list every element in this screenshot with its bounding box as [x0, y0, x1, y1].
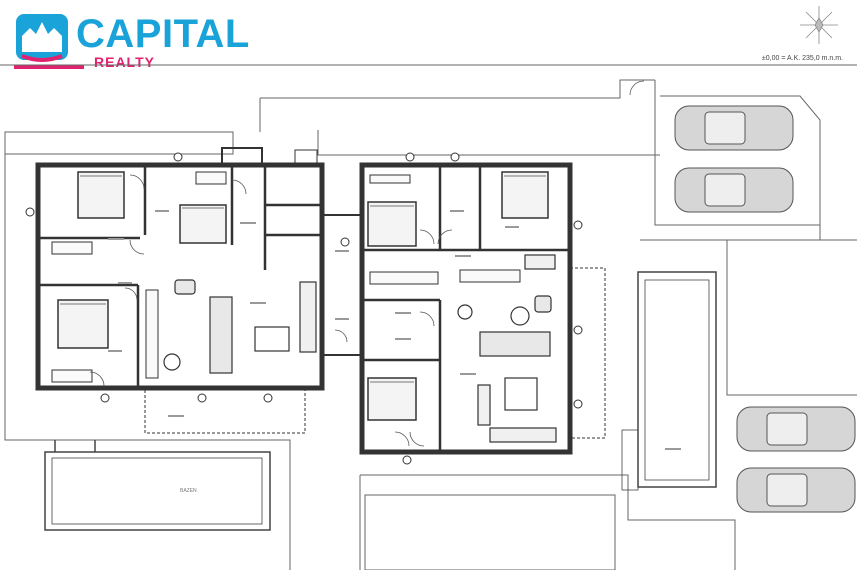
- house-logo-icon: [16, 14, 68, 62]
- pool-right: [621, 271, 717, 491]
- unit-left-partitions: [38, 165, 320, 388]
- connector: [144, 147, 606, 439]
- sofa-icon: [174, 279, 552, 374]
- bed-icon: [57, 171, 549, 421]
- storage: [51, 171, 521, 383]
- brand-logo: CAPITAL REALTY: [14, 12, 254, 70]
- door-swings: [89, 80, 645, 447]
- room-label-marks: [108, 210, 681, 450]
- brand-sub: REALTY: [94, 54, 155, 70]
- pool-left: BAZEN: [44, 440, 271, 531]
- brand-name: CAPITAL: [76, 12, 250, 56]
- compass-rose-icon: [800, 6, 838, 44]
- unit-right-partitions: [362, 165, 570, 452]
- table-icon: [163, 304, 538, 411]
- car-icon: [674, 105, 856, 513]
- site-outline: [0, 64, 857, 570]
- grid-markers: [25, 152, 583, 465]
- kitchen: [299, 254, 557, 443]
- brand-underline: [14, 65, 84, 69]
- elevation-note: ±0,00 = A.K. 235,0 m.n.m.: [761, 55, 843, 62]
- svg-text:BAZEN: BAZEN: [180, 488, 197, 494]
